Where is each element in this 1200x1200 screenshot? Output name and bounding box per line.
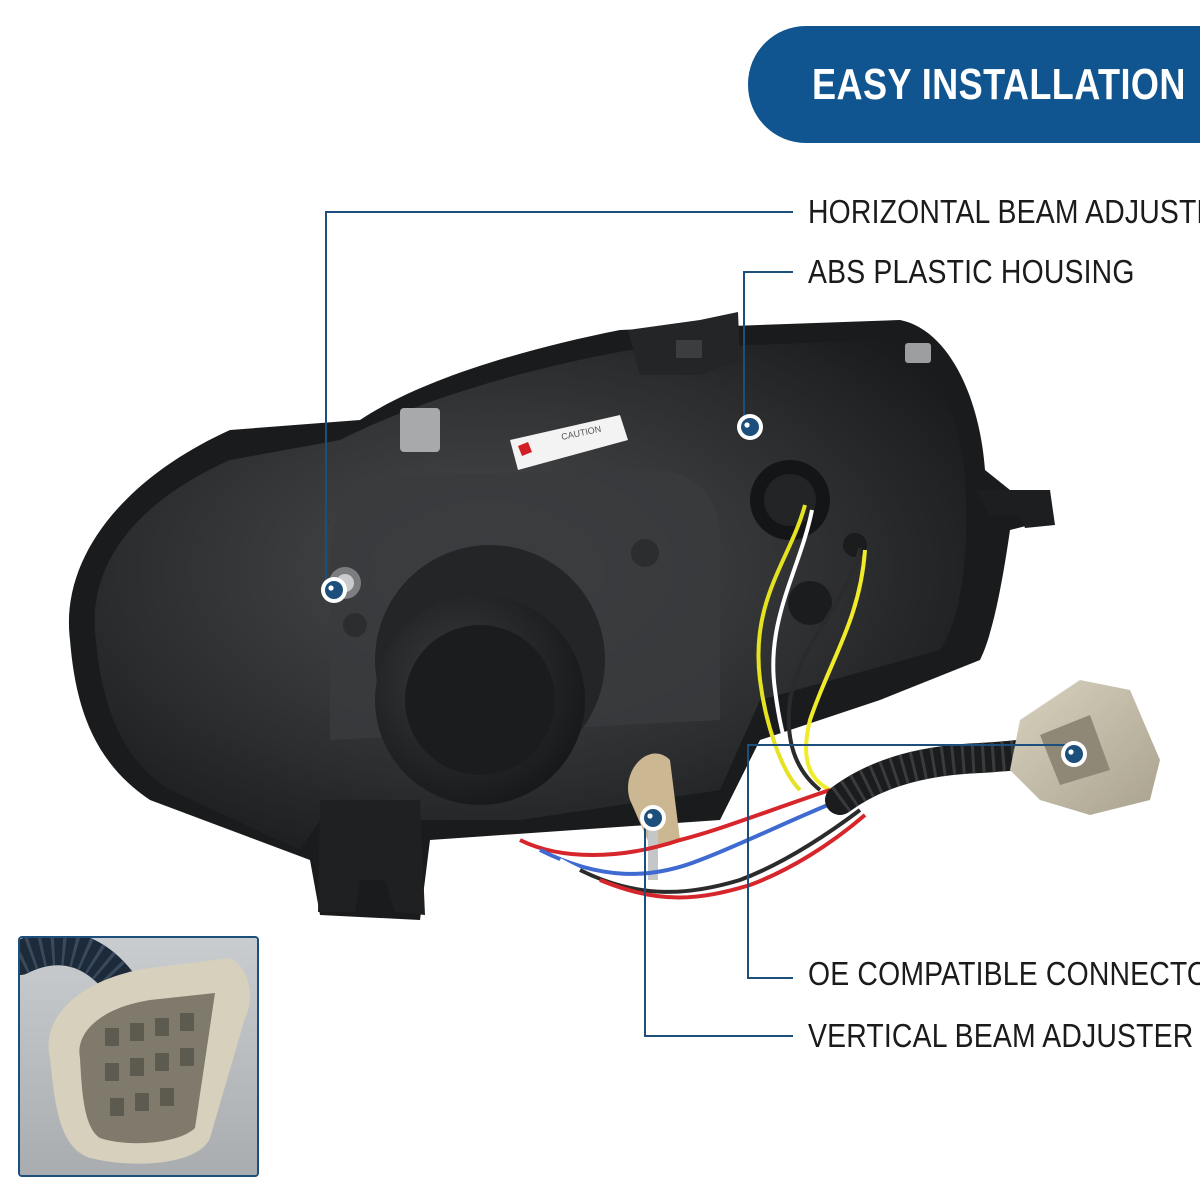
connector-closeup-inset bbox=[18, 936, 259, 1177]
callout-lines bbox=[325, 211, 1075, 1037]
mounting-tab-right bbox=[975, 490, 1055, 528]
metal-clip-right bbox=[905, 343, 931, 363]
callout-line-vertical bbox=[644, 818, 793, 1037]
wiring-harness-wires bbox=[519, 504, 867, 900]
callout-line-abs bbox=[743, 271, 793, 427]
easy-installation-banner: EASY INSTALLATION bbox=[748, 26, 1200, 143]
wiring-connector-closeup-icon bbox=[20, 938, 257, 1175]
label-oe-compatible-connector: OE COMPATIBLE CONNECTOR bbox=[808, 955, 1200, 992]
vertical-adjuster bbox=[628, 753, 680, 850]
metal-clip-left bbox=[400, 408, 440, 452]
label-abs-plastic-housing: ABS PLASTIC HOUSING bbox=[808, 253, 1135, 290]
label-vertical-beam-adjuster: VERTICAL BEAM ADJUSTER bbox=[808, 1017, 1194, 1054]
mounting-tab-bottom bbox=[318, 800, 425, 915]
mounting-tab-slot bbox=[676, 340, 702, 358]
label-horizontal-beam-adjuster: HORIZONTAL BEAM ADJUSTER bbox=[808, 193, 1200, 230]
callout-dots bbox=[321, 414, 1087, 831]
callout-line-horizontal bbox=[325, 211, 793, 590]
caution-sticker: CAUTION bbox=[510, 415, 628, 470]
banner-title: EASY INSTALLATION bbox=[812, 59, 1186, 109]
callout-line-oe bbox=[747, 744, 1075, 979]
